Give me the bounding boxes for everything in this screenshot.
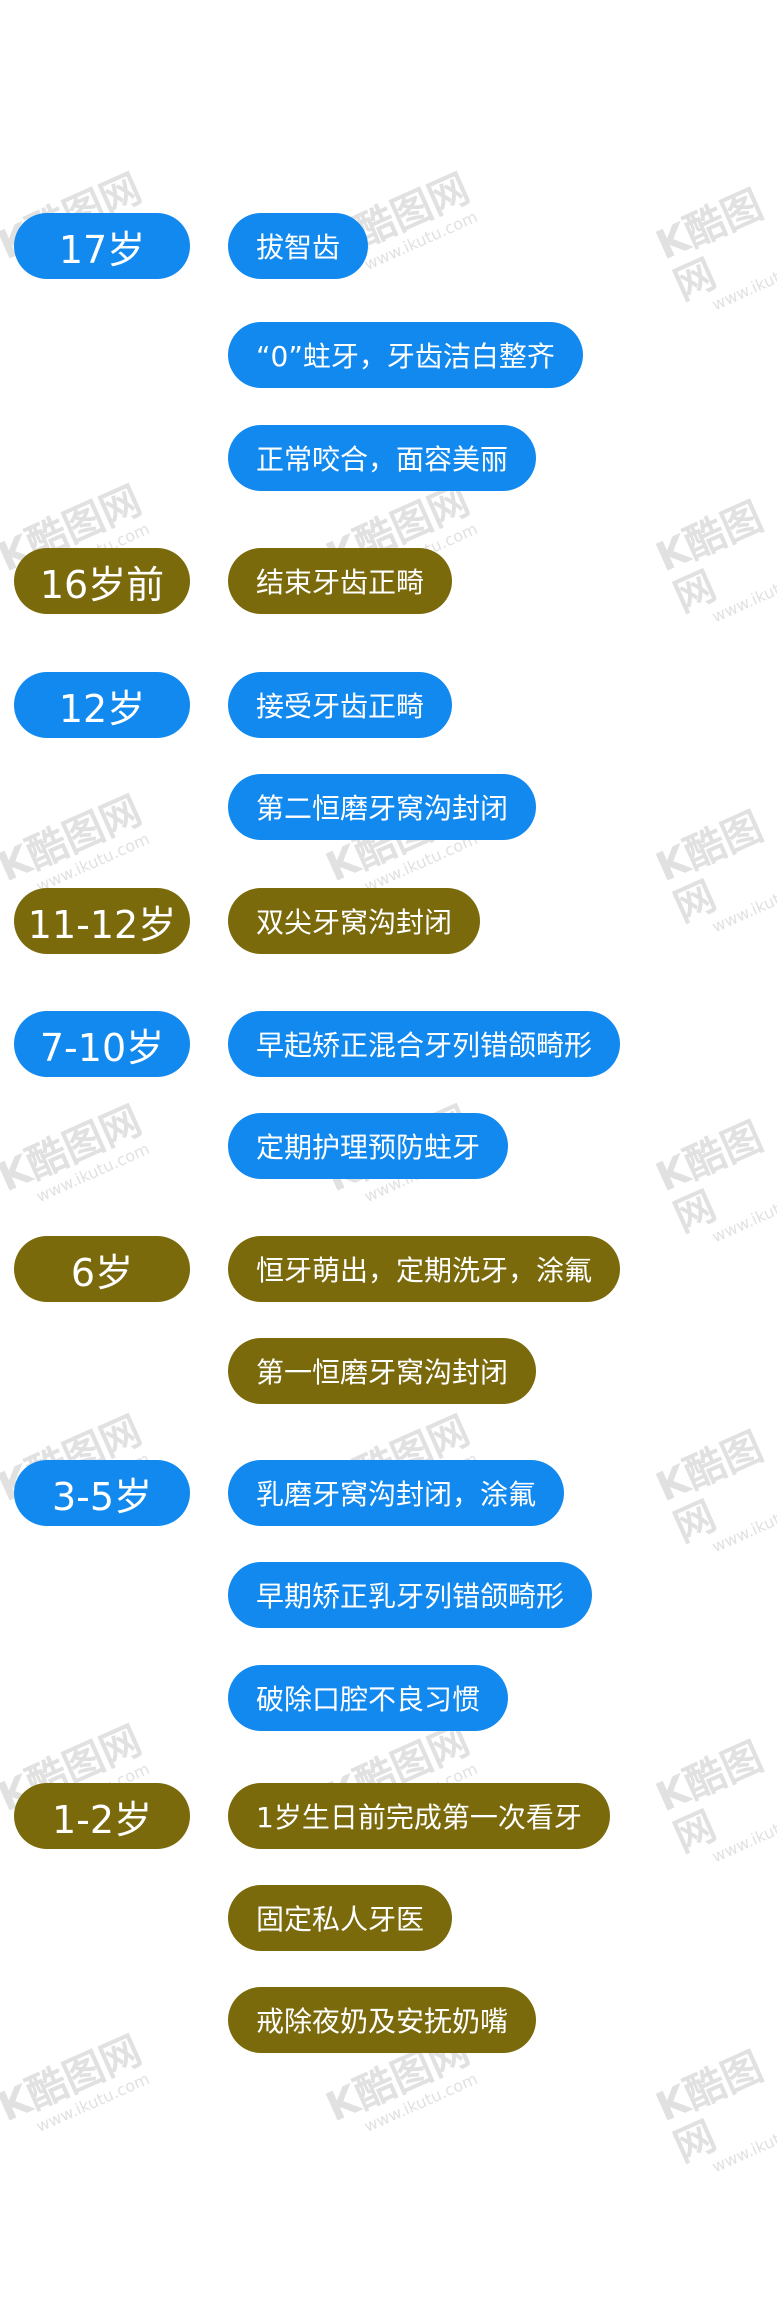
watermark-logo: K酷图网 bbox=[649, 1113, 770, 1242]
age-label-3-5: 3-5岁 bbox=[14, 1460, 190, 1526]
watermark-url: www.ikutu.com bbox=[709, 1489, 777, 1557]
watermark: K酷图网 www.ikutu.com bbox=[0, 1097, 155, 1217]
watermark: K酷图网 www.ikutu.com bbox=[650, 1410, 777, 1567]
watermark-logo: K酷图网 bbox=[649, 1733, 770, 1862]
age-label-17: 17岁 bbox=[14, 213, 190, 279]
watermark-logo: K酷图网 bbox=[0, 787, 149, 892]
watermark-logo: K酷图网 bbox=[649, 1423, 770, 1552]
care-item: 第二恒磨牙窝沟封闭 bbox=[228, 774, 537, 840]
watermark-logo: K酷图网 bbox=[0, 1097, 149, 1202]
age-label-16: 16岁前 bbox=[14, 548, 190, 614]
watermark-url: www.ikutu.com bbox=[709, 1179, 777, 1247]
care-item: 结束牙齿正畸 bbox=[228, 548, 453, 614]
care-item: 乳磨牙窝沟封闭，涂氟 bbox=[228, 1460, 565, 1526]
watermark-logo: K酷图网 bbox=[0, 2027, 149, 2132]
age-label-1-2: 1-2岁 bbox=[14, 1783, 190, 1849]
watermark-logo: K酷图网 bbox=[649, 181, 770, 310]
care-item: 早起矫正混合牙列错颌畸形 bbox=[228, 1011, 621, 1077]
care-item: 戒除夜奶及安抚奶嘴 bbox=[228, 1987, 537, 2053]
care-item: 定期护理预防蛀牙 bbox=[228, 1113, 509, 1179]
care-item: 正常咬合，面容美丽 bbox=[228, 425, 537, 491]
watermark-url: www.ikutu.com bbox=[709, 247, 777, 315]
age-label-6: 6岁 bbox=[14, 1236, 190, 1302]
care-item: 拔智齿 bbox=[228, 213, 369, 279]
watermark: K酷图网 www.ikutu.com bbox=[650, 1100, 777, 1257]
care-item: 恒牙萌出，定期洗牙，涂氟 bbox=[228, 1236, 621, 1302]
watermark-url: www.ikutu.com bbox=[709, 559, 777, 627]
care-item: 接受牙齿正畸 bbox=[228, 672, 453, 738]
watermark: K酷图网 www.ikutu.com bbox=[650, 480, 777, 637]
care-item: 双尖牙窝沟封闭 bbox=[228, 888, 481, 954]
age-label-7-10: 7-10岁 bbox=[14, 1011, 190, 1077]
care-item: 固定私人牙医 bbox=[228, 1885, 453, 1951]
care-item: 早期矫正乳牙列错颌畸形 bbox=[228, 1562, 593, 1628]
age-label-11-12: 11-12岁 bbox=[14, 888, 190, 954]
watermark: K酷图网 www.ikutu.com bbox=[650, 1720, 777, 1877]
care-item: “0”蛀牙，牙齿洁白整齐 bbox=[228, 322, 583, 388]
watermark-url: www.ikutu.com bbox=[709, 869, 777, 937]
watermark-url: www.ikutu.com bbox=[709, 1799, 777, 1867]
care-item: 1岁生日前完成第一次看牙 bbox=[228, 1783, 610, 1849]
watermark-url: www.ikutu.com bbox=[709, 2109, 777, 2177]
care-item: 破除口腔不良习惯 bbox=[228, 1665, 509, 1731]
watermark-url: www.ikutu.com bbox=[33, 1139, 153, 1207]
watermark: K酷图网 www.ikutu.com bbox=[0, 2027, 155, 2147]
watermark: K酷图网 www.ikutu.com bbox=[650, 790, 777, 947]
watermark-logo: K酷图网 bbox=[649, 803, 770, 932]
watermark-logo: K酷图网 bbox=[649, 2043, 770, 2172]
watermark-url: www.ikutu.com bbox=[33, 2069, 153, 2137]
watermark-logo: K酷图网 bbox=[649, 493, 770, 622]
watermark: K酷图网 www.ikutu.com bbox=[650, 168, 777, 325]
watermark: K酷图网 www.ikutu.com bbox=[650, 2030, 777, 2187]
watermark-url: www.ikutu.com bbox=[361, 2069, 481, 2137]
care-item: 第一恒磨牙窝沟封闭 bbox=[228, 1338, 537, 1404]
age-label-12: 12岁 bbox=[14, 672, 190, 738]
